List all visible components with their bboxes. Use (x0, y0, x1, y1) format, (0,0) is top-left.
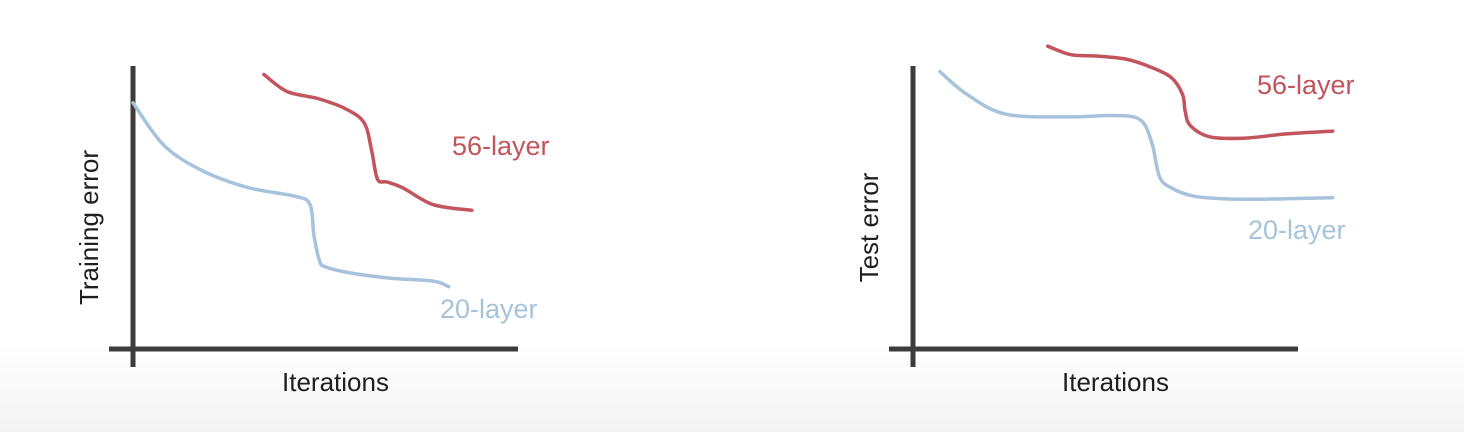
x-axis-label: Iterations (1062, 367, 1169, 397)
series-line-20-layer (938, 69, 1335, 202)
y-axis-label: Training error (74, 150, 104, 305)
series-label-20-layer: 20-layer (440, 294, 538, 324)
series-label-56-layer: 56-layer (452, 131, 550, 161)
series-label-56-layer: 56-layer (1257, 70, 1355, 100)
x-axis-label: Iterations (282, 367, 389, 397)
series-line-56-layer (262, 72, 474, 213)
series-line-56-layer (1046, 44, 1335, 141)
y-axis-label: Test error (854, 172, 884, 282)
series-label-20-layer: 20-layer (1248, 215, 1346, 245)
series-line-20-layer (131, 101, 451, 289)
